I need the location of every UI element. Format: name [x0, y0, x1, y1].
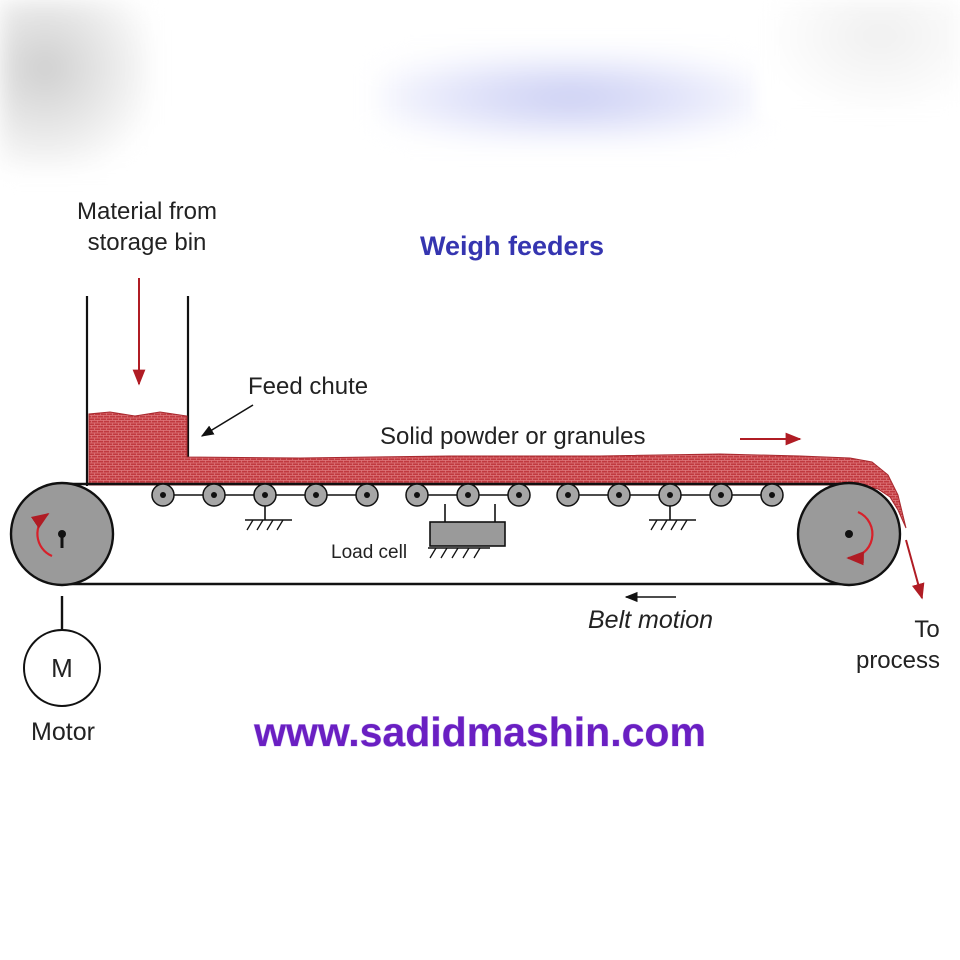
to-label: To: [914, 616, 939, 643]
idler-rollers-left: [151, 483, 379, 531]
material-from-label: Material from: [77, 198, 217, 225]
motor: [23, 629, 101, 707]
blurred-background-top-left: [0, 0, 150, 170]
storage-bin-label: storage bin: [88, 229, 207, 256]
blurred-background-top-center: [380, 55, 760, 140]
drive-pulley: [9, 481, 115, 587]
motor-label: Motor: [31, 718, 95, 746]
idler-rollers-right: [556, 483, 784, 531]
ground-hatch-icon: [650, 519, 688, 531]
belt-motion-label: Belt motion: [588, 606, 713, 634]
diagram-title: Weigh feeders: [420, 231, 604, 261]
rotation-arrow-icon: [30, 513, 53, 558]
ground-hatch-icon: [429, 547, 481, 559]
feed-chute-label: Feed chute: [248, 373, 368, 400]
load-cell-label: Load cell: [331, 542, 407, 563]
feed-chute-arrow-icon: [200, 404, 254, 437]
solid-powder-label: Solid powder or granules: [380, 423, 646, 450]
material-on-belt: [88, 411, 907, 529]
to-process-arrow-icon: [905, 539, 925, 600]
load-cell: [429, 521, 506, 547]
tail-pulley: [796, 481, 902, 587]
blurred-background-top-right: [760, 0, 960, 120]
weigh-idler-rollers: [405, 483, 531, 522]
ground-hatch-icon: [246, 519, 284, 531]
rotation-arrow-icon: [846, 510, 874, 566]
process-label: process: [856, 647, 940, 674]
watermark-url: www.sadidmashin.com: [253, 709, 706, 755]
motor-symbol: M: [51, 653, 73, 683]
